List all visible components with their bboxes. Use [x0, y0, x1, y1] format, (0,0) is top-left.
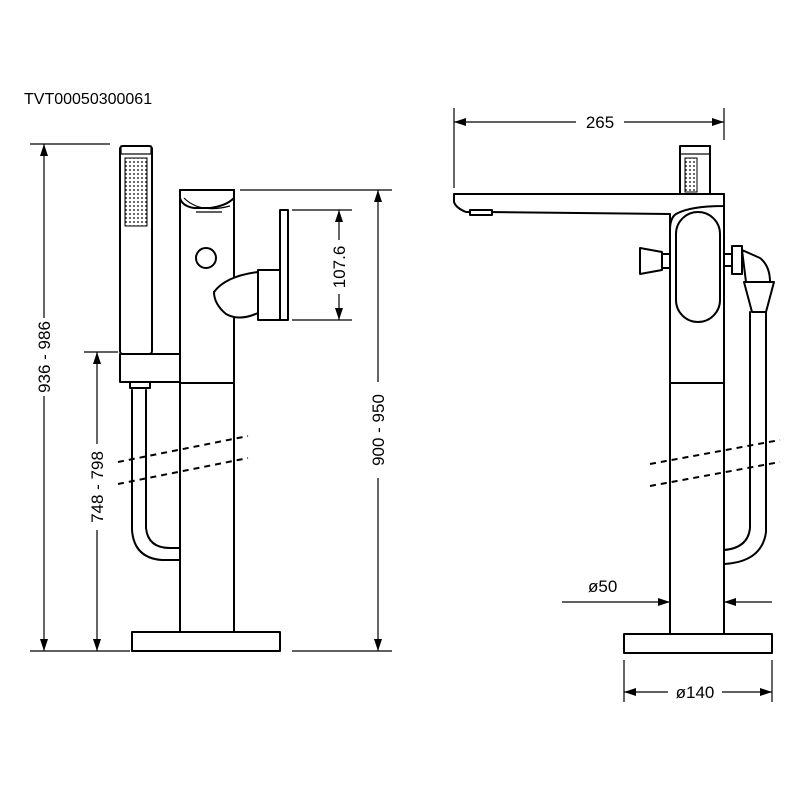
dim-total-height: 936 - 986 [35, 321, 54, 393]
side-spout [453, 193, 725, 231]
side-hose-cone [743, 281, 775, 313]
front-view [117, 145, 289, 652]
lever-handle [213, 271, 261, 319]
shower-spray-face [124, 157, 148, 227]
base-plate [131, 631, 281, 652]
spout-head [179, 189, 235, 209]
shower-holder [119, 353, 181, 383]
side-column [669, 193, 725, 635]
dim-base-diameter: ø140 [676, 683, 715, 702]
product-code: TVT00050300061 [24, 91, 152, 108]
dim-spout-reach: 265 [586, 113, 614, 132]
side-view [453, 145, 781, 654]
dim-spout-height: 900 - 950 [369, 394, 388, 466]
side-hose [723, 311, 751, 551]
column [179, 189, 235, 633]
dim-holder-height: 748 - 798 [88, 451, 107, 523]
side-lever-slot [675, 211, 721, 323]
side-left-knob [639, 247, 663, 275]
side-base-plate [623, 633, 773, 654]
dim-handle-height: 107.6 [330, 246, 349, 289]
side-dimensions: 265 ø50 ø140 [453, 108, 773, 703]
shower-hose [131, 389, 181, 561]
diverter-button [195, 247, 217, 269]
front-dimensions: 936 - 986 748 - 798 900 - 950 107.6 [30, 143, 392, 652]
lever-plate [279, 209, 289, 321]
dim-column-diameter: ø50 [588, 577, 617, 596]
